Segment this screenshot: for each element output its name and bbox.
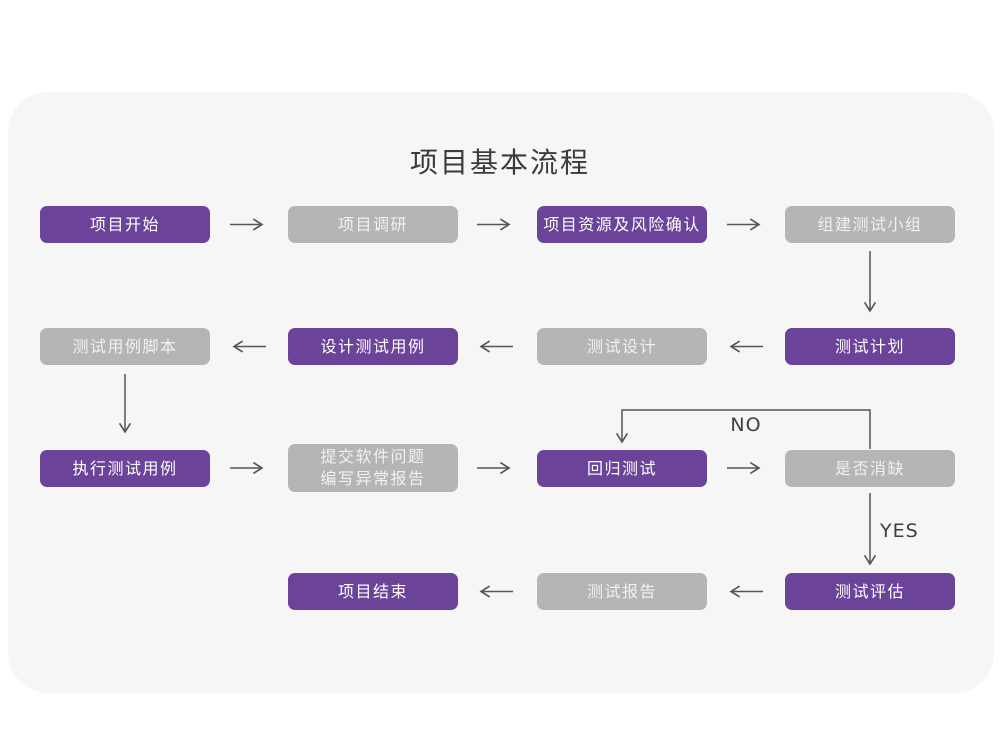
- node-project-research: 项目调研: [288, 206, 458, 243]
- node-defect-cleared-decision: 是否消缺: [785, 450, 955, 487]
- node-label: 执行测试用例: [72, 458, 178, 478]
- node-label: 测试计划: [834, 336, 905, 356]
- node-test-report: 测试报告: [537, 573, 707, 610]
- node-design-test-cases: 设计测试用例: [288, 328, 458, 365]
- edge-label-yes: YES: [880, 520, 919, 542]
- edge-label-no: NO: [730, 414, 762, 436]
- node-label: 提交软件问题 编写异常报告: [320, 447, 426, 488]
- node-label: 项目资源及风险确认: [543, 214, 701, 234]
- node-test-evaluation: 测试评估: [785, 573, 955, 610]
- node-label: 测试报告: [586, 581, 657, 601]
- node-label: 组建测试小组: [817, 214, 923, 234]
- node-project-end: 项目结束: [288, 573, 458, 610]
- node-regression-test: 回归测试: [537, 450, 707, 487]
- node-label: 项目开始: [89, 214, 160, 234]
- node-execute-test-cases: 执行测试用例: [40, 450, 210, 487]
- node-test-design: 测试设计: [537, 328, 707, 365]
- node-label: 设计测试用例: [320, 336, 426, 356]
- node-build-test-team: 组建测试小组: [785, 206, 955, 243]
- node-label: 测试评估: [834, 581, 905, 601]
- node-label: 项目调研: [337, 214, 408, 234]
- node-project-start: 项目开始: [40, 206, 210, 243]
- node-resources-risk-confirm: 项目资源及风险确认: [537, 206, 707, 243]
- node-label: 测试用例脚本: [72, 336, 178, 356]
- diagram-title: 项目基本流程: [409, 146, 590, 179]
- node-test-case-script: 测试用例脚本: [40, 328, 210, 365]
- node-label: 项目结束: [337, 581, 408, 601]
- node-test-plan: 测试计划: [785, 328, 955, 365]
- node-label: 回归测试: [586, 458, 657, 478]
- node-label: 是否消缺: [834, 458, 905, 478]
- node-label: 测试设计: [586, 336, 657, 356]
- node-submit-issues-write-report: 提交软件问题 编写异常报告: [288, 444, 458, 492]
